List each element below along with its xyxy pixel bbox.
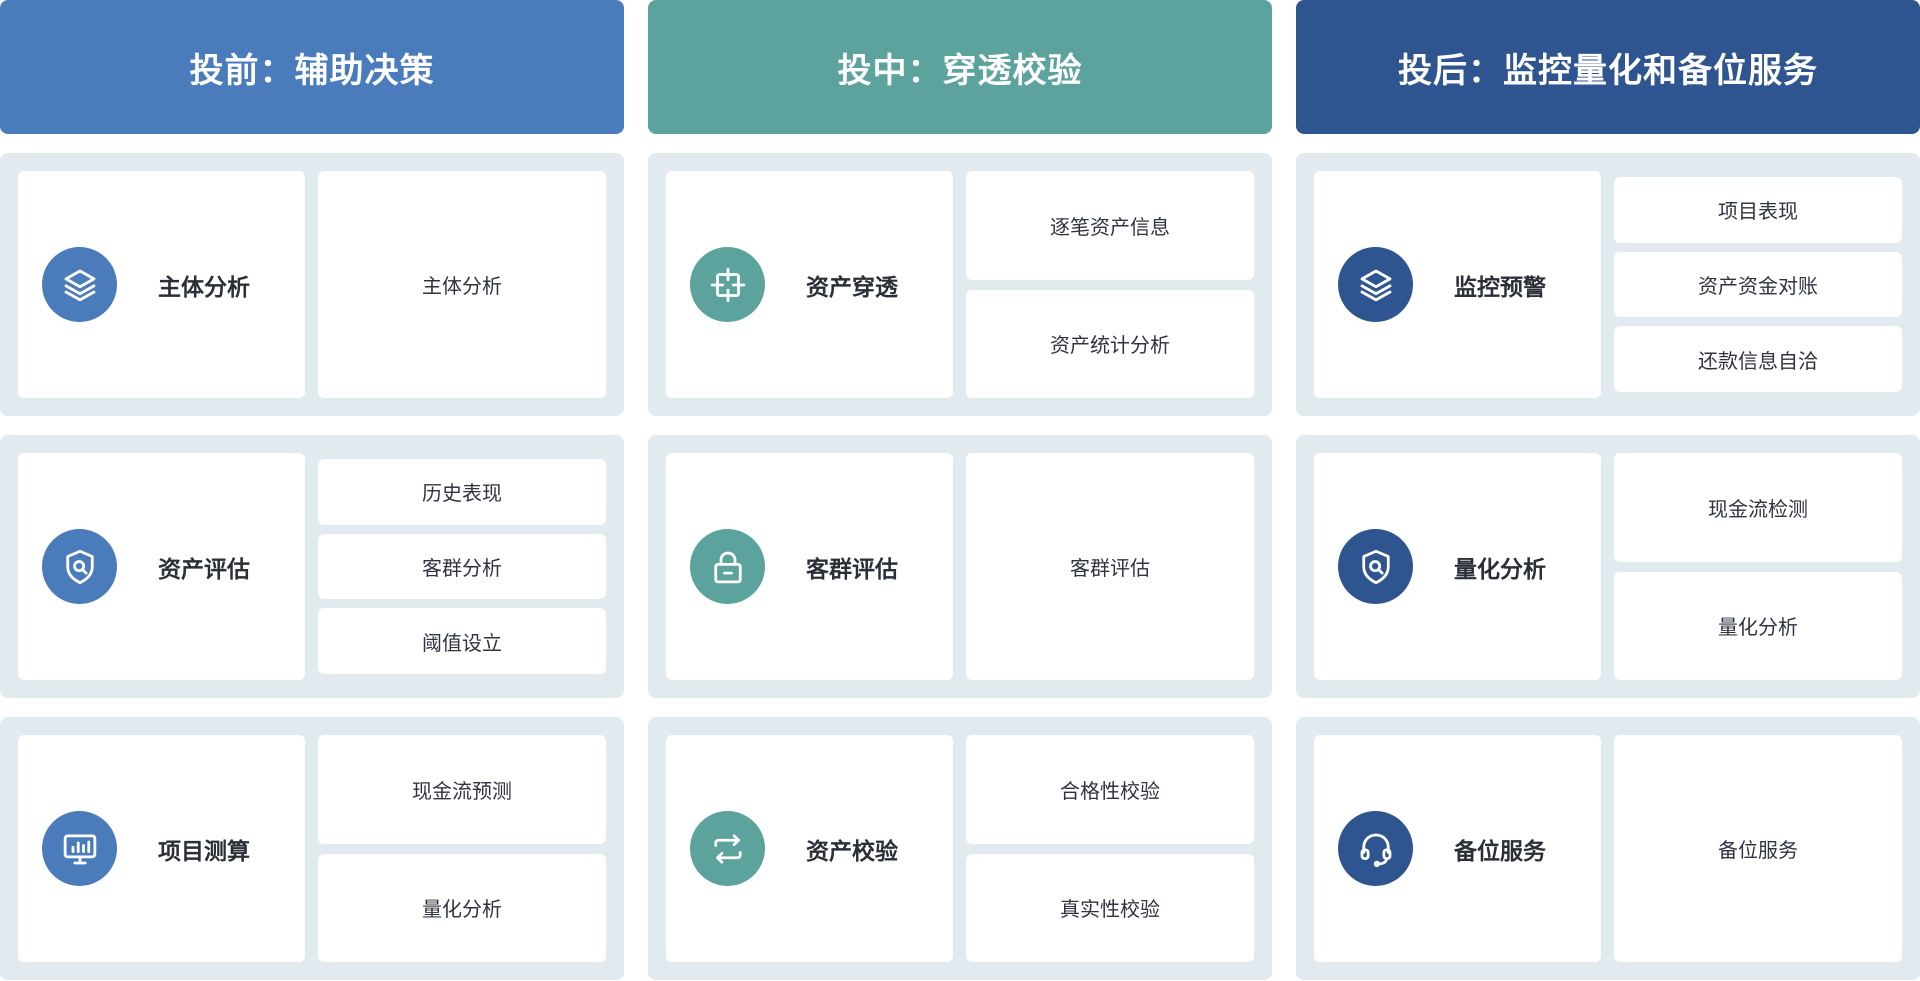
sub-item-card: 资产统计分析 [966,289,1254,398]
sub-item-card: 现金流预测 [318,735,606,844]
crosshair-icon [690,247,765,322]
row-panel: 资产校验 合格性校验真实性校验 [648,717,1272,980]
sub-item-label: 还款信息自洽 [1698,348,1818,373]
column-post-investment: 投后：监控量化和备位服务 监控预警 项目表现资产资金对账还款信息自洽 量化分析 … [1296,0,1920,981]
sub-item-card: 合格性校验 [966,735,1254,844]
sub-item-card: 阈值设立 [318,608,606,674]
sub-item-label: 量化分析 [1718,615,1798,640]
main-card: 主体分析 [18,171,305,398]
sub-item-card: 资产资金对账 [1614,251,1902,318]
sub-item-card: 逐笔资产信息 [966,171,1254,280]
sub-item-card: 主体分析 [318,171,606,398]
sub-item-label: 资产统计分析 [1050,333,1170,358]
sub-items: 项目表现资产资金对账还款信息自洽 [1614,171,1902,398]
sub-item-card: 客群评估 [966,453,1254,680]
row-panel: 资产评估 历史表现客群分析阈值设立 [0,435,624,698]
row-panel: 主体分析 主体分析 [0,153,624,416]
sub-item-label: 现金流预测 [412,778,512,803]
row-panel: 客群评估 客群评估 [648,435,1272,698]
sub-items: 逐笔资产信息资产统计分析 [966,171,1254,398]
column-header: 投中：穿透校验 [648,0,1272,134]
sub-item-label: 备位服务 [1718,838,1798,862]
main-label: 项目测算 [158,838,250,865]
sub-item-label: 阈值设立 [422,630,502,655]
layers-icon [42,247,117,322]
row-panel: 监控预警 项目表现资产资金对账还款信息自洽 [1296,153,1920,416]
column-title: 投后：监控量化和备位服务 [1398,50,1818,91]
sub-item-label: 主体分析 [422,274,502,298]
sub-item-card: 还款信息自洽 [1614,326,1902,392]
sub-item-card: 量化分析 [1614,571,1902,680]
sub-item-label: 量化分析 [422,897,502,922]
sub-item-card: 真实性校验 [966,853,1254,962]
sub-item-label: 逐笔资产信息 [1050,214,1170,239]
main-card: 量化分析 [1314,453,1601,680]
column-header: 投后：监控量化和备位服务 [1296,0,1920,134]
main-label: 客群评估 [806,556,898,583]
row-panel: 项目测算 现金流预测量化分析 [0,717,624,980]
main-card: 备位服务 [1314,735,1601,962]
row-panel: 量化分析 现金流检测量化分析 [1296,435,1920,698]
main-label: 资产校验 [806,838,898,865]
main-label: 资产穿透 [806,274,898,301]
swap-arrows-icon [690,811,765,886]
main-card: 资产评估 [18,453,305,680]
column-mid-investment: 投中：穿透校验 资产穿透 逐笔资产信息资产统计分析 客群评估 客群评估 资产校验… [648,0,1272,981]
main-card: 资产穿透 [666,171,953,398]
lock-icon [690,529,765,604]
sub-item-label: 资产资金对账 [1698,273,1818,298]
sub-items: 历史表现客群分析阈值设立 [318,453,606,680]
headset-icon [1338,811,1413,886]
sub-item-card: 客群分析 [318,533,606,600]
sub-item-card: 现金流检测 [1614,453,1902,562]
sub-items: 现金流预测量化分析 [318,735,606,962]
main-label: 备位服务 [1454,838,1546,865]
sub-item-card: 量化分析 [318,853,606,962]
sub-items: 现金流检测量化分析 [1614,453,1902,680]
row-panel: 备位服务 备位服务 [1296,717,1920,980]
main-card: 客群评估 [666,453,953,680]
sub-items: 客群评估 [966,453,1254,680]
shield-search-icon [42,529,117,604]
sub-item-card: 备位服务 [1614,735,1902,962]
sub-item-label: 现金流检测 [1708,496,1808,521]
column-pre-investment: 投前：辅助决策 主体分析 主体分析 资产评估 历史表现客群分析阈值设立 项目测算… [0,0,624,981]
main-card: 资产校验 [666,735,953,962]
column-header: 投前：辅助决策 [0,0,624,134]
shield-search-icon [1338,529,1413,604]
main-card: 项目测算 [18,735,305,962]
sub-item-card: 历史表现 [318,459,606,525]
sub-items: 备位服务 [1614,735,1902,962]
row-panel: 资产穿透 逐笔资产信息资产统计分析 [648,153,1272,416]
sub-item-label: 历史表现 [422,481,502,506]
column-title: 投前：辅助决策 [189,50,435,91]
sub-item-label: 客群分析 [422,555,502,580]
sub-item-card: 项目表现 [1614,177,1902,243]
sub-item-label: 客群评估 [1070,556,1150,580]
column-title: 投中：穿透校验 [837,50,1083,91]
layers-icon [1338,247,1413,322]
main-card: 监控预警 [1314,171,1601,398]
main-label: 量化分析 [1454,556,1546,583]
sub-item-label: 真实性校验 [1060,897,1160,922]
main-label: 主体分析 [158,274,250,301]
monitor-chart-icon [42,811,117,886]
sub-items: 合格性校验真实性校验 [966,735,1254,962]
sub-items: 主体分析 [318,171,606,398]
sub-item-label: 合格性校验 [1060,778,1160,803]
main-label: 监控预警 [1454,274,1546,301]
sub-item-label: 项目表现 [1718,199,1798,224]
main-label: 资产评估 [158,556,250,583]
